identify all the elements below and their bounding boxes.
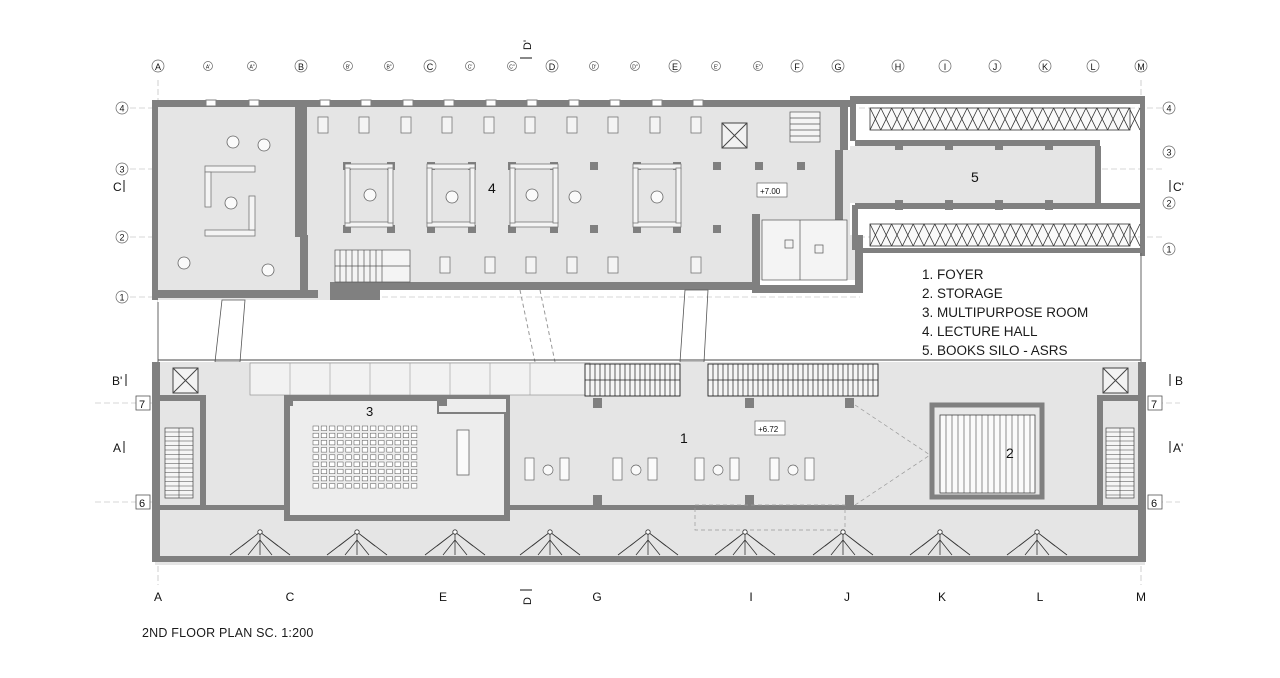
- grid-label-bottom: K: [938, 590, 946, 604]
- grid-label-bottom: J: [844, 590, 850, 604]
- grid-bubble-top: [294, 59, 308, 73]
- section-mark-right-c: C': [1173, 180, 1184, 194]
- legend-item-foyer: 1. FOYER: [922, 267, 984, 282]
- plan-title: 2ND FLOOR PLAN SC. 1:200: [142, 626, 314, 640]
- grid-label-top: C: [427, 62, 434, 72]
- legend-item-storage: 2. STORAGE: [922, 286, 1003, 301]
- row-bubble-right: [1162, 101, 1176, 115]
- grid-label-bottom: M: [1136, 590, 1146, 604]
- grid-label-top: C": [509, 65, 515, 71]
- row-label-left: 3: [119, 165, 124, 175]
- section-mark-left-c: C: [113, 180, 122, 194]
- row-mark-seven-right: 7: [1151, 399, 1157, 411]
- grid-label-top: D': [592, 65, 597, 71]
- row-bubble-left: [115, 162, 129, 176]
- legend-item-lecture-hall: 4. LECTURE HALL: [922, 324, 1038, 339]
- room-number-silo: 5: [971, 169, 979, 185]
- grid-label-top: F: [794, 62, 800, 72]
- grid-label-top: A: [155, 62, 161, 72]
- grid-label-top: D": [632, 65, 638, 71]
- section-mark-bottom: D: [522, 597, 534, 605]
- grid-bubble-top: [668, 59, 682, 73]
- section-mark-right-b: B: [1175, 374, 1183, 388]
- grid-label-bottom: C: [286, 590, 295, 604]
- grid-bubble-top: [384, 61, 394, 71]
- room-number-foyer: 1: [680, 430, 688, 446]
- row-label-left: 4: [119, 104, 124, 114]
- grid-bubble-top: [343, 61, 353, 71]
- grid-label-top: E': [714, 65, 718, 71]
- row-bubble-left: [115, 290, 129, 304]
- grid-label-top: B': [346, 65, 350, 71]
- grid-label-top: A': [206, 65, 210, 71]
- grid-bubble-top: [1134, 59, 1148, 73]
- grid-label-top: J: [993, 62, 998, 72]
- grid-bubble-top: [465, 61, 475, 71]
- row-label-left: 2: [119, 233, 124, 243]
- section-mark-left-a: A: [113, 441, 121, 455]
- row-mark-six-left: 6: [139, 498, 145, 510]
- room-number-multipurpose: 3: [366, 404, 373, 419]
- grid-bubble-top: [711, 61, 721, 71]
- grid-label-top: B: [298, 62, 304, 72]
- row-mark-six-right: 6: [1151, 498, 1157, 510]
- grid-label-top: K: [1042, 62, 1048, 72]
- room-legend: 1. FOYER 2. STORAGE 3. MULTIPURPOSE ROOM…: [922, 265, 1088, 360]
- grid-bubble-top: [203, 61, 213, 71]
- grid-bubble-top: [1086, 59, 1100, 73]
- grid-bubble-top: [151, 59, 165, 73]
- grid-label-bottom: G: [592, 590, 601, 604]
- grid-label-top: I: [944, 62, 947, 72]
- grid-label-top: C': [468, 65, 473, 71]
- grid-label-bottom: A: [154, 590, 162, 604]
- grid-bubble-top: [423, 59, 437, 73]
- row-bubble-left: [115, 101, 129, 115]
- grid-bubble-top: [545, 59, 559, 73]
- grid-label-top: M: [1137, 62, 1145, 72]
- grid-label-top: E": [755, 65, 760, 71]
- row-bubble-left: [115, 230, 129, 244]
- room-number-lecture: 4: [488, 180, 496, 196]
- grid-bubble-top: [630, 61, 640, 71]
- grid-label-top: B": [386, 65, 391, 71]
- row-bubble-right: [1162, 242, 1176, 256]
- grid-bubble-top: [753, 61, 763, 71]
- grid-label-top: D: [549, 62, 556, 72]
- grid-bubble-top: [938, 59, 952, 73]
- grid-bubble-top: [790, 59, 804, 73]
- row-label-right: 2: [1166, 199, 1171, 209]
- grid-label-bottom: I: [749, 590, 752, 604]
- row-mark-seven-left: 7: [139, 399, 145, 411]
- grid-label-bottom: L: [1037, 590, 1044, 604]
- level-upper: +7.00: [760, 187, 781, 196]
- section-mark-right-a: A': [1173, 441, 1183, 455]
- grid-bubble-top: [507, 61, 517, 71]
- grid-bubble-top: [589, 61, 599, 71]
- row-label-right: 1: [1166, 245, 1171, 255]
- grid-label-top: E: [672, 62, 678, 72]
- grid-bubble-top: [831, 59, 845, 73]
- grid-bubble-top: [1038, 59, 1052, 73]
- row-label-left: 1: [119, 293, 124, 303]
- grid-bubble-top: [988, 59, 1002, 73]
- row-label-right: 4: [1166, 104, 1171, 114]
- section-mark-top: D': [522, 40, 534, 50]
- legend-item-multipurpose: 3. MULTIPURPOSE ROOM: [922, 305, 1089, 320]
- level-lower: +6.72: [758, 425, 779, 434]
- grid-label-top: G: [834, 62, 841, 72]
- grid-label-top: L: [1090, 62, 1095, 72]
- legend-item-books-silo: 5. BOOKS SILO - ASRS: [922, 343, 1068, 358]
- grid-bubble-top: [891, 59, 905, 73]
- grid-bubble-top: [247, 61, 257, 71]
- grid-label-top: H: [895, 62, 902, 72]
- row-bubble-right: [1162, 145, 1176, 159]
- room-number-storage: 2: [1006, 445, 1014, 461]
- section-mark-left-b: B': [112, 374, 122, 388]
- row-bubble-right: [1162, 196, 1176, 210]
- grid-label-top: A": [249, 65, 254, 71]
- row-label-right: 3: [1166, 148, 1171, 158]
- grid-label-bottom: E: [439, 590, 447, 604]
